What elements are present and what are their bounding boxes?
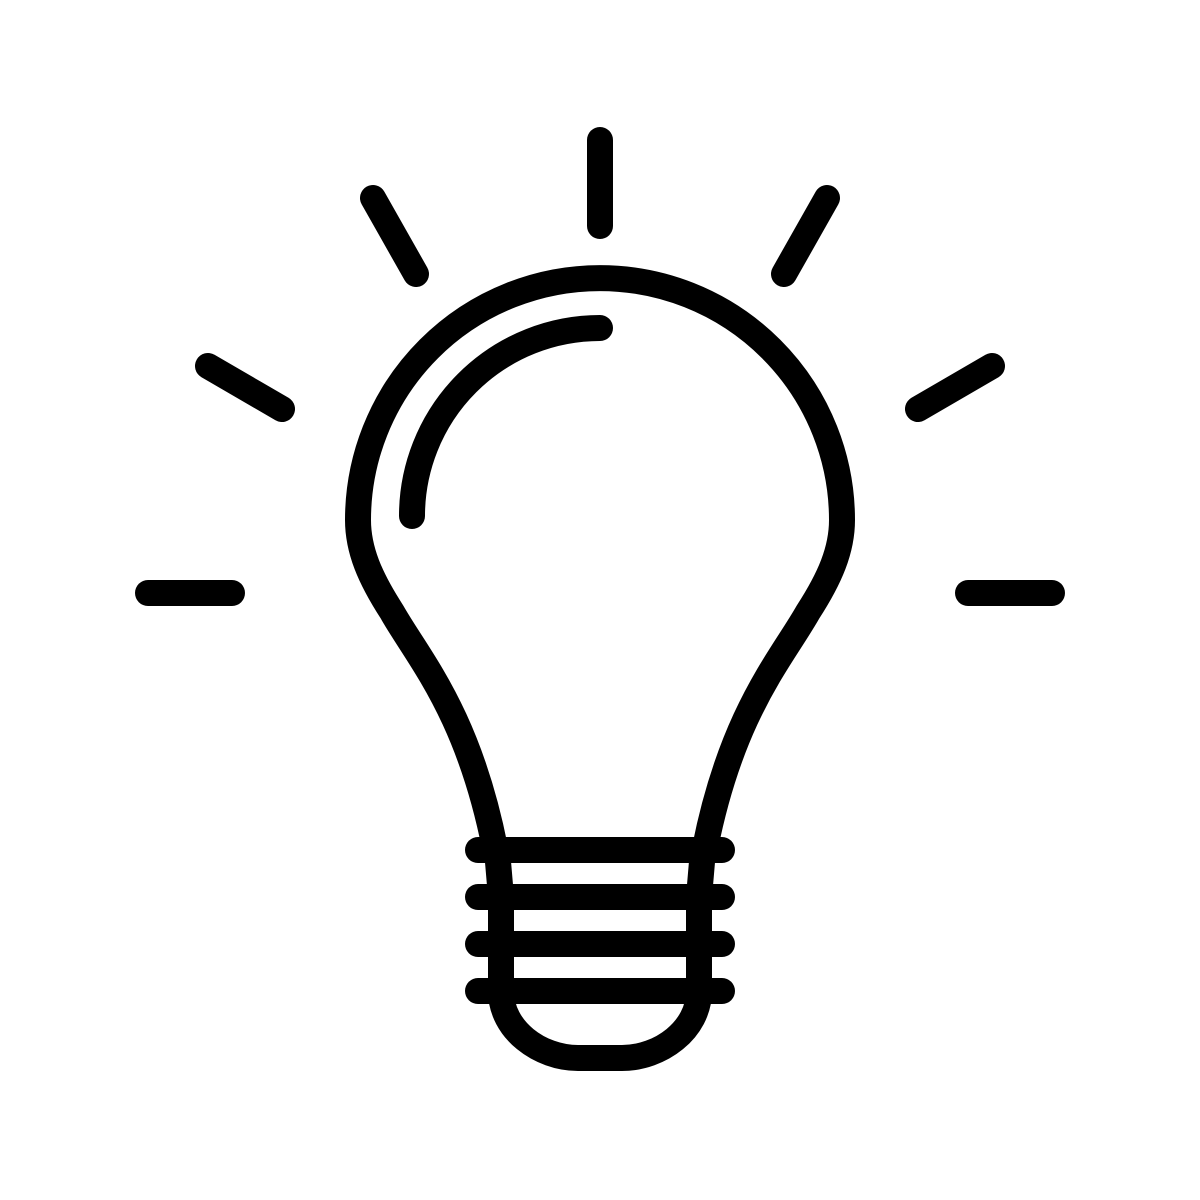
ray-upper-right [771,185,840,287]
ray-mid-left [195,353,295,422]
bulb-glass [345,265,855,861]
bulb-highlight [399,315,613,529]
ray-upper-left [360,185,429,287]
ray-mid-right [905,353,1005,422]
base-body [484,837,716,1071]
